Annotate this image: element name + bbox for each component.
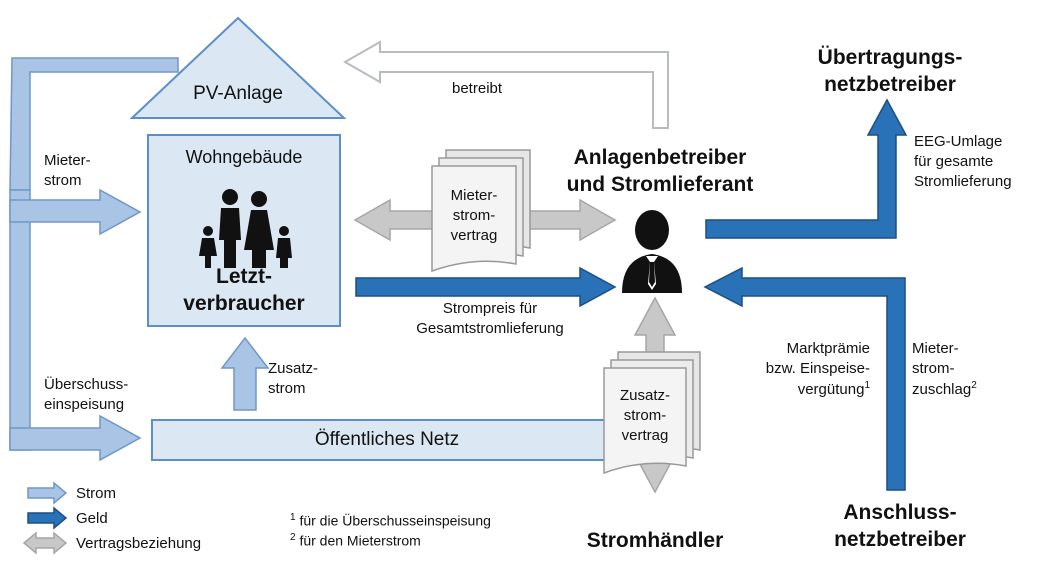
wohngebaeude-label: Wohngebäude xyxy=(185,147,303,167)
anlagenbetreiber-line1: Anlagenbetreiber xyxy=(573,146,747,169)
mieterstromzuschlag-label-line3: zuschlag2 xyxy=(912,380,977,398)
eeg-umlage-label-line2: für gesamte xyxy=(914,153,994,170)
anlagenbetreiber-line2: und Stromlieferant xyxy=(566,173,754,196)
footnote-2: 2 für den Mieterstrom xyxy=(290,532,421,549)
pv-anlage-roof xyxy=(129,16,347,119)
legend-vertrag-label: Vertragsbeziehung xyxy=(76,535,202,552)
mieterstromzuschlag-label-line1: Mieter- xyxy=(912,340,959,357)
family-icon xyxy=(199,189,292,268)
stromhaendler-label: Stromhändler xyxy=(586,529,724,552)
oeffentliches-netz-label: Öffentliches Netz xyxy=(314,429,460,450)
legend-geld-arrow xyxy=(27,506,68,530)
strompreis-label-line2: Gesamtstromlieferung xyxy=(416,320,564,337)
anschlussnetzbetreiber-line1: Anschluss- xyxy=(843,501,957,524)
zusatzvertrag-document xyxy=(603,351,701,475)
eeg-umlage-label-line3: Stromlieferung xyxy=(914,173,1012,190)
ueberschuss-label-line2: einspeisung xyxy=(44,396,125,413)
strom-frame-left xyxy=(9,57,179,451)
marktpraemie-label-line2: bzw. Einspeise- xyxy=(765,360,870,377)
legend-geld-label: Geld xyxy=(76,510,108,527)
mieterstrom-arrow xyxy=(9,188,142,236)
zusatzvertrag-text: Zusatz- strom- vertrag xyxy=(619,387,670,444)
eeg-umlage-arrow xyxy=(705,98,908,239)
mieterstrom-label-line1: Mieter- xyxy=(44,152,91,169)
legend-strom-arrow xyxy=(27,481,68,505)
wohngebaeude-box xyxy=(147,134,341,327)
zusatzstrom-arrow xyxy=(220,336,270,411)
strompreis-arrow xyxy=(355,266,617,308)
uebertragungsnetzbetreiber-line1: Übertragungs- xyxy=(817,46,963,69)
mietervertrag-text: Mieter- strom- vertrag xyxy=(450,187,498,244)
businessman-icon xyxy=(622,210,682,293)
letztverbraucher-line1: Letzt- xyxy=(216,265,272,288)
marktpraemie-label-line1: Marktprämie xyxy=(786,340,870,357)
zusatzstrom-label-line1: Zusatz- xyxy=(268,360,319,377)
mieterstromzuschlag-arrow xyxy=(703,266,906,491)
betreibt-label: betreibt xyxy=(452,80,503,97)
legend-vertrag-arrow xyxy=(22,531,68,555)
mietervertrag-document xyxy=(431,149,531,273)
mieterstrom-label-line2: strom xyxy=(44,172,82,189)
ueberschuss-label-line1: Überschuss- xyxy=(44,376,129,393)
legend-strom-label: Strom xyxy=(76,485,117,502)
footnote-1: 1 für die Überschusseinspeisung xyxy=(290,512,491,529)
eeg-umlage-label-line1: EEG-Umlage xyxy=(914,133,1003,150)
zusatzstrom-label-line2: strom xyxy=(268,380,306,397)
anschlussnetzbetreiber-line2: netzbetreiber xyxy=(834,528,966,551)
mieterstromzuschlag-label-line2: strom- xyxy=(912,360,955,377)
marktpraemie-label-line3: vergütung1 xyxy=(797,380,870,398)
strompreis-label-line1: Strompreis für xyxy=(442,300,538,317)
pv-anlage-label: PV-Anlage xyxy=(193,83,283,104)
uebertragungsnetzbetreiber-line2: netzbetreiber xyxy=(824,73,956,96)
letztverbraucher-line2: verbraucher xyxy=(183,292,305,315)
betreibt-arrow xyxy=(342,40,669,129)
ueberschuss-arrow xyxy=(9,414,142,462)
